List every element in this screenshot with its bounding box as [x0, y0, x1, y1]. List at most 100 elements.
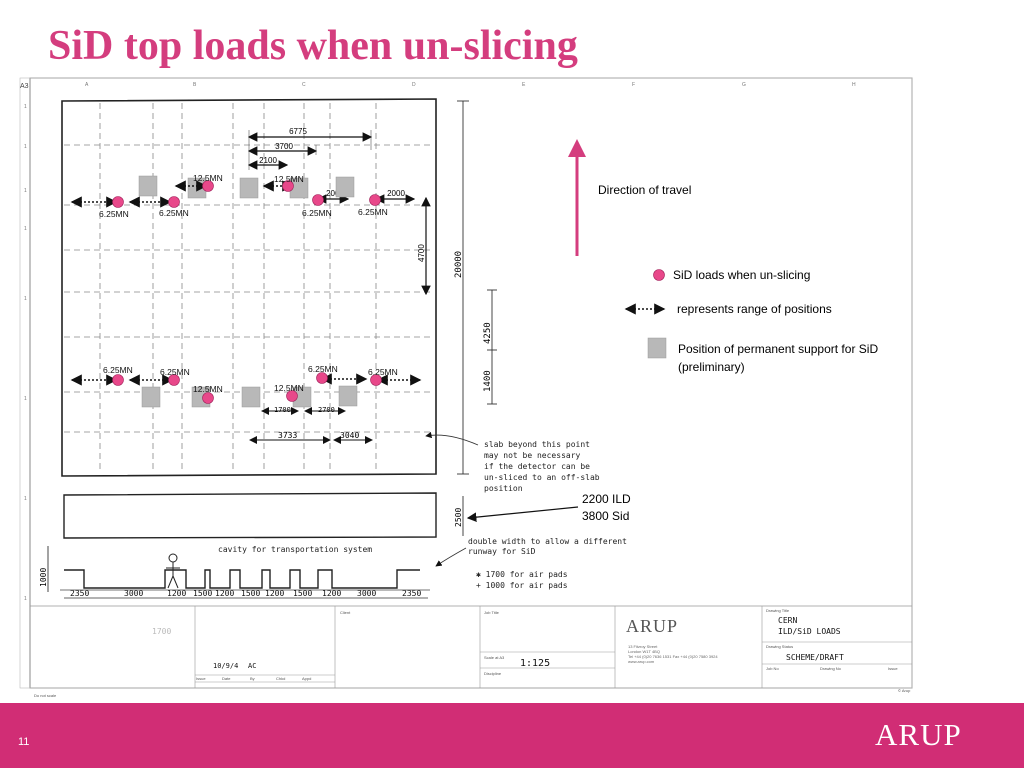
bottom-dimension-label: 3000 [124, 589, 143, 598]
rev-by: AC [248, 662, 256, 670]
footer-bar: 11 ARUP [0, 703, 1024, 768]
bottom-dimension-label: 1200 [265, 589, 284, 598]
load-dot [312, 194, 324, 206]
dim-4250: 4250 [483, 322, 493, 344]
load-dot [112, 196, 124, 208]
load-dot [316, 372, 328, 384]
load-label: 12.5MN [274, 383, 304, 393]
load-dot [369, 194, 381, 206]
dim-1000: 1000 [39, 568, 48, 587]
drawing-title-value-1: CERN [778, 616, 797, 625]
scale-label: Scale at A3 [484, 655, 505, 660]
bottom-dimension-label: 1500 [241, 589, 260, 598]
load-dot [202, 180, 214, 192]
svg-text:www.arup.com: www.arup.com [628, 659, 655, 664]
sheet-row-label: 1 [24, 596, 27, 602]
load-label: 6.25MN [159, 208, 189, 218]
legend-support-label-2: (preliminary) [678, 360, 745, 374]
support-square [241, 386, 261, 408]
dim-3700: 3700 [275, 142, 293, 151]
dim-2000-b: 2000 [387, 189, 405, 198]
ild-label: 2200 ILD [582, 492, 631, 506]
load-dot [112, 374, 124, 386]
sheet-row-label: 1 [24, 396, 27, 402]
legend-load-dot [653, 269, 665, 281]
sheet-column-label: A [85, 82, 89, 88]
sheet-column-label: B [193, 82, 197, 88]
bottom-dimension-label: 1200 [322, 589, 341, 598]
sheet-column-label: D [412, 82, 416, 88]
dim-1700: 1700 [274, 406, 291, 414]
runway-note-2: runway for SiD [468, 547, 536, 556]
sheet-row-label: 1 [24, 144, 27, 150]
discipline-label: Discipline [484, 671, 502, 676]
drawing-title-value-2: ILD/SiD LOADS [778, 627, 841, 636]
issue-label: Issue [888, 666, 898, 671]
lower-beam [63, 492, 437, 539]
sheet-column-label: G [742, 82, 746, 88]
range-arrows [70, 180, 422, 386]
sheet-column-label: F [632, 82, 635, 88]
bottom-dimension-label: 1200 [167, 589, 186, 598]
support-square [141, 386, 161, 408]
dim-3733: 3733 [278, 431, 297, 440]
sheet-column-label: E [522, 82, 526, 88]
bottom-dimension-label: 3000 [357, 589, 376, 598]
rev-header: By [250, 676, 255, 681]
support-square [338, 385, 358, 407]
sheet-column-labels: A B C D E F G H [85, 82, 856, 88]
page-number: 11 [18, 736, 30, 748]
dim-2000-a: 2000 [326, 189, 344, 198]
arup-block-logo: ARUP [626, 616, 678, 636]
slab-note: slab beyond this point may not be necess… [484, 440, 600, 493]
scale-value: 1:125 [520, 658, 550, 669]
load-label: 6.25MN [99, 209, 129, 219]
bottom-dimension-label: 1200 [215, 589, 234, 598]
sheet-size-label: A3 [20, 83, 29, 90]
dim-6775: 6775 [289, 127, 307, 136]
arup-logo: ARUP [875, 717, 962, 752]
bottom-dimension-label: 1500 [193, 589, 212, 598]
rev-date: 10/9/4 [213, 662, 238, 670]
copyright: © Arup [898, 688, 911, 693]
load-label: 12.5MN [193, 173, 223, 183]
load-label: 6.25MN [358, 207, 388, 217]
rev-header: Appd [302, 676, 311, 681]
sheet-row-label: 1 [24, 496, 27, 502]
legend-support-label-1: Position of permanent support for SiD [678, 342, 878, 356]
air-note-1: ✱ 1700 for air pads [476, 570, 568, 579]
legend-range-label: represents range of positions [677, 302, 832, 316]
load-dot [168, 374, 180, 386]
load-dot [286, 390, 298, 402]
margin-note: 1700 [152, 627, 171, 636]
bottom-dimension-label: 2350 [70, 589, 89, 598]
svg-text:13 Fitzroy Street: 13 Fitzroy Street [628, 644, 658, 649]
load-label: 12.5MN [193, 384, 223, 394]
support-squares [138, 175, 358, 408]
cavity-note: cavity for transportation system [218, 545, 372, 554]
rev-header: Date [222, 676, 231, 681]
support-square [138, 175, 158, 197]
load-dot [282, 180, 294, 192]
client-label: Client [340, 610, 351, 615]
sheet-border [29, 77, 913, 689]
dim-1400: 1400 [483, 370, 493, 392]
load-label: 6.25MN [103, 365, 133, 375]
sheet-row-label: 1 [24, 226, 27, 232]
ild-pointer [466, 506, 579, 522]
svg-text:London W1T 4BQ: London W1T 4BQ [628, 649, 660, 654]
dim-4700: 4700 [417, 244, 426, 262]
sheet-column-label: C [302, 82, 306, 88]
rev-header: Chkd [276, 676, 285, 681]
support-square [239, 177, 259, 199]
dim-3040: 3040 [340, 431, 359, 440]
sheet-column-label: H [852, 82, 856, 88]
job-no-label: Job No [766, 666, 779, 671]
slab-grid [64, 103, 434, 472]
slide-title: SiD top loads when un-slicing [48, 23, 578, 69]
drawing-status-label: Drawing Status [766, 644, 793, 649]
slab-outline [61, 98, 437, 477]
